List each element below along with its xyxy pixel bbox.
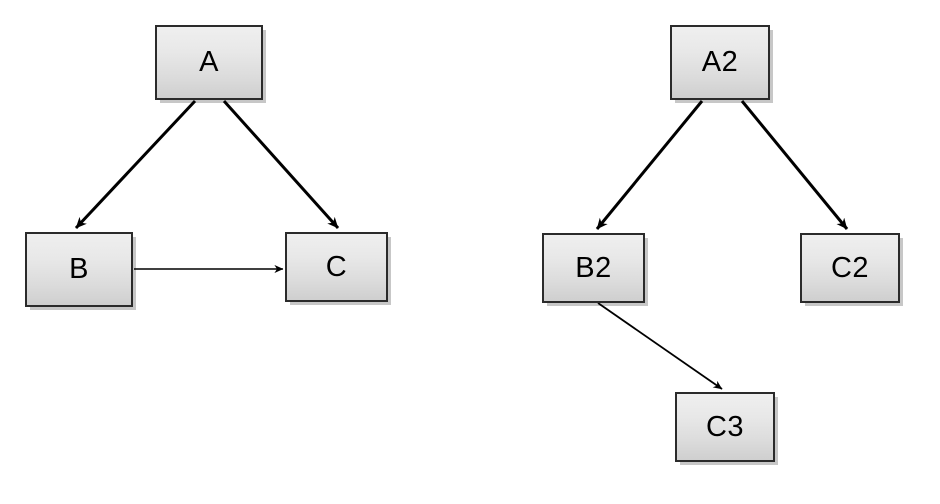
edge-a2-c2[interactable] [740, 100, 849, 230]
node-a[interactable]: A [155, 25, 263, 100]
node-label: C3 [705, 410, 745, 443]
node-a2[interactable]: A2 [670, 25, 770, 100]
edge-a-b[interactable] [74, 99, 197, 230]
node-label: B [69, 253, 89, 285]
edges-group [74, 99, 849, 390]
edge-a-c[interactable] [222, 99, 340, 230]
node-c[interactable]: C [285, 232, 388, 302]
node-label: B2 [575, 251, 612, 284]
edge-a2-b2[interactable] [595, 100, 704, 230]
node-c2[interactable]: C2 [800, 233, 900, 303]
node-label: C2 [830, 251, 870, 284]
node-b2[interactable]: B2 [542, 233, 645, 303]
edge-b2-c3[interactable] [597, 302, 723, 390]
node-b[interactable]: B [25, 232, 133, 307]
node-c3[interactable]: C3 [675, 392, 775, 462]
node-label: C [325, 250, 348, 283]
node-label: A [199, 46, 219, 78]
node-label: A2 [701, 46, 739, 78]
